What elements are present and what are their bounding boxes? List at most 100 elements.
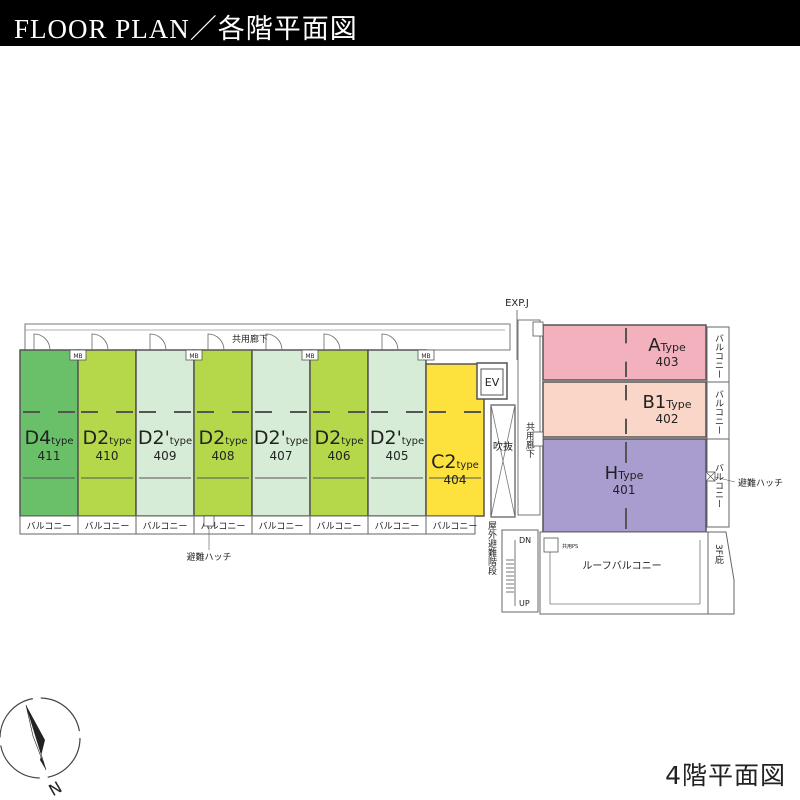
unit-type-main: D4 [24, 427, 51, 449]
mb-label: MB [73, 353, 82, 360]
balcony-label: バルコニー [713, 389, 724, 434]
outdoor-stairs-label: 屋外避難階段 [486, 521, 497, 576]
unit-number: 410 [96, 449, 119, 463]
escape-hatch-bottom-label: 避難ハッチ [186, 551, 231, 563]
page-title: FLOOR PLAN／各階平面図 [14, 7, 358, 46]
unit-number: 402 [656, 412, 679, 426]
escape-hatch-bottom-mark [203, 515, 215, 527]
floor-label: 4階平面図 [665, 761, 786, 790]
left-balcony-labels: バルコニーバルコニーバルコニーバルコニーバルコニーバルコニーバルコニーバルコニー [27, 516, 478, 534]
unit-fill [367, 349, 427, 517]
unit-fill [542, 381, 707, 438]
unit-type-main: D2' [138, 427, 170, 449]
mb-label: MB [421, 353, 430, 360]
unit-number: 408 [212, 449, 235, 463]
unit-fill [425, 363, 485, 517]
compass: N [0, 697, 81, 800]
balcony-label: バルコニー [143, 521, 188, 532]
title-separator: ／ [189, 14, 218, 44]
third-floor-eave [707, 531, 735, 615]
unit-type-main: A [648, 335, 661, 356]
unit-fill [542, 438, 707, 533]
mb-label: MB [305, 353, 314, 360]
unit-type-suffix: Type [617, 469, 643, 482]
unit-type-main: D2' [370, 427, 402, 449]
unit-type-suffix: Type [665, 398, 691, 411]
mb-label: MB [189, 353, 198, 360]
outdoor-stairs [501, 529, 539, 613]
unit-fill [251, 349, 311, 517]
balcony-strip-left [19, 515, 476, 535]
unit-408[interactable]: MB D2type 408 [185, 333, 253, 517]
unit-type-suffix: type [225, 436, 247, 447]
unit-fill [135, 349, 195, 517]
unit-type-label: D2type [314, 427, 363, 449]
unit-type-suffix: type [286, 436, 308, 447]
unit-type-label: AType [648, 335, 686, 356]
unit-type-main: H [605, 463, 619, 484]
unit-type-label: B1Type [642, 392, 691, 413]
unit-number: 403 [656, 355, 679, 369]
corridor-right-label: 共用廊下 [524, 422, 535, 459]
unit-type-suffix: type [457, 460, 479, 471]
title-english: FLOOR PLAN [14, 14, 190, 44]
unit-type-suffix: type [402, 436, 424, 447]
mb-box [185, 349, 203, 361]
balcony-label: バルコニー [27, 521, 72, 532]
third-floor-eave-label: 3F庇 [713, 544, 724, 565]
header-bar: FLOOR PLAN／各階平面図 [0, 0, 800, 46]
balcony-label: バルコニー [375, 521, 420, 532]
unit-number: 404 [444, 473, 467, 487]
balcony-label: バルコニー [433, 521, 478, 532]
unit-fill [542, 324, 707, 381]
stairs-up-label: UP [519, 599, 530, 608]
unit-type-suffix: type [341, 436, 363, 447]
unit-type-main: D2 [314, 427, 341, 449]
unit-type-label: D4type [24, 427, 73, 449]
unit-type-label: D2type [82, 427, 131, 449]
title-japanese: 各階平面図 [217, 14, 358, 44]
mb-box [532, 321, 544, 337]
mb-box [417, 349, 435, 361]
unit-405[interactable]: D2'type 405 [367, 333, 427, 517]
left-unit-group: D4type411MBD2type410D2'type409MBD2type40… [19, 333, 485, 517]
mb-box [532, 431, 544, 447]
unit-type-label: HType [605, 463, 644, 484]
roof-balcony-label: ルーフバルコニー [582, 560, 661, 572]
unit-type-label: D2'type [254, 427, 308, 449]
unit-number: 405 [386, 449, 409, 463]
unit-type-main: D2 [198, 427, 225, 449]
unit-fill [77, 349, 137, 517]
unit-number: 409 [154, 449, 177, 463]
corridor-top-label: 共用廊下 [232, 333, 268, 345]
unit-fill [309, 349, 369, 517]
void-label-text: 吹抜 [493, 440, 513, 453]
unit-type-suffix: type [109, 436, 131, 447]
stair-steps [506, 540, 516, 606]
unit-type-main: D2' [254, 427, 286, 449]
unit-type-suffix: Type [660, 341, 686, 354]
void-label: 吹抜 [493, 440, 513, 453]
exp-j-label: EXP.J [505, 298, 529, 309]
unit-number: 401 [613, 483, 636, 497]
balcony-label: バルコニー [201, 521, 246, 532]
balcony-label: バルコニー [317, 521, 362, 532]
escape-hatch-right-label: 避難ハッチ [738, 477, 783, 489]
unit-type-label: D2'type [138, 427, 192, 449]
unit-type-suffix: type [51, 436, 73, 447]
corridor-top-outline [24, 323, 511, 351]
unit-number: 407 [270, 449, 293, 463]
ev-label: EV [485, 376, 500, 389]
balcony-label: バルコニー [713, 333, 724, 378]
